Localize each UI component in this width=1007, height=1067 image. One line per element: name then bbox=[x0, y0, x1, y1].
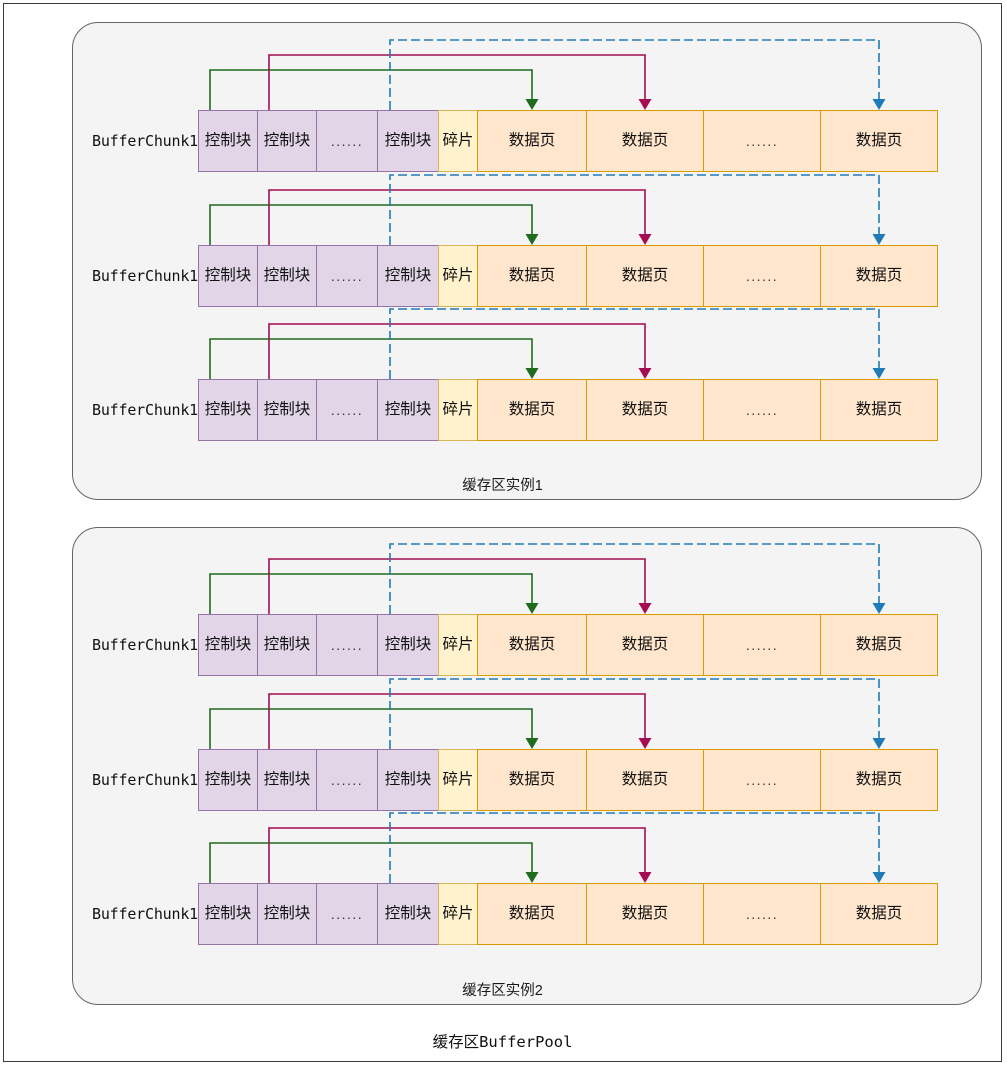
buffer-chunk-label: BufferChunk1 bbox=[92, 636, 198, 654]
control-block-cell: 控制块 bbox=[377, 379, 439, 441]
control-block-cell: 控制块 bbox=[198, 110, 258, 172]
data-page-cell: 数据页 bbox=[820, 883, 938, 945]
buffer-chunk-cells: 控制块控制块......控制块碎片数据页数据页......数据页 bbox=[198, 245, 938, 307]
control-block-cell: 控制块 bbox=[257, 379, 317, 441]
data-page-cell: 数据页 bbox=[586, 749, 704, 811]
control-block-ellipsis-cell: ...... bbox=[316, 379, 378, 441]
fragment-cell: 碎片 bbox=[438, 883, 478, 945]
data-page-ellipsis-cell: ...... bbox=[703, 749, 821, 811]
data-page-cell: 数据页 bbox=[820, 245, 938, 307]
control-block-cell: 控制块 bbox=[257, 614, 317, 676]
data-page-ellipsis-cell: ...... bbox=[703, 883, 821, 945]
control-block-cell: 控制块 bbox=[257, 883, 317, 945]
data-page-ellipsis-cell: ...... bbox=[703, 614, 821, 676]
control-block-cell: 控制块 bbox=[198, 379, 258, 441]
diagram-title: 缓存区BufferPool bbox=[432, 1033, 573, 1051]
data-page-cell: 数据页 bbox=[477, 110, 587, 172]
buffer-chunk-cells: 控制块控制块......控制块碎片数据页数据页......数据页 bbox=[198, 883, 938, 945]
control-block-cell: 控制块 bbox=[198, 614, 258, 676]
fragment-cell: 碎片 bbox=[438, 379, 478, 441]
control-block-cell: 控制块 bbox=[198, 749, 258, 811]
buffer-chunk-label: BufferChunk1 bbox=[92, 132, 198, 150]
data-page-cell: 数据页 bbox=[586, 379, 704, 441]
control-block-cell: 控制块 bbox=[377, 749, 439, 811]
data-page-cell: 数据页 bbox=[586, 614, 704, 676]
control-block-cell: 控制块 bbox=[377, 245, 439, 307]
buffer-chunk-label: BufferChunk1 bbox=[92, 267, 198, 285]
data-page-ellipsis-cell: ...... bbox=[703, 379, 821, 441]
buffer-chunk-label: BufferChunk1 bbox=[92, 771, 198, 789]
control-block-ellipsis-cell: ...... bbox=[316, 749, 378, 811]
data-page-cell: 数据页 bbox=[477, 614, 587, 676]
control-block-cell: 控制块 bbox=[257, 110, 317, 172]
data-page-cell: 数据页 bbox=[586, 245, 704, 307]
data-page-ellipsis-cell: ...... bbox=[703, 245, 821, 307]
fragment-cell: 碎片 bbox=[438, 245, 478, 307]
control-block-cell: 控制块 bbox=[257, 245, 317, 307]
data-page-cell: 数据页 bbox=[586, 883, 704, 945]
data-page-cell: 数据页 bbox=[820, 110, 938, 172]
control-block-ellipsis-cell: ...... bbox=[316, 245, 378, 307]
buffer-chunk-cells: 控制块控制块......控制块碎片数据页数据页......数据页 bbox=[198, 110, 938, 172]
control-block-ellipsis-cell: ...... bbox=[316, 883, 378, 945]
instance-caption: 缓存区实例1 bbox=[462, 478, 543, 494]
data-page-cell: 数据页 bbox=[820, 379, 938, 441]
data-page-cell: 数据页 bbox=[586, 110, 704, 172]
buffer-chunk-cells: 控制块控制块......控制块碎片数据页数据页......数据页 bbox=[198, 379, 938, 441]
control-block-ellipsis-cell: ...... bbox=[316, 614, 378, 676]
buffer-chunk-label: BufferChunk1 bbox=[92, 401, 198, 419]
control-block-cell: 控制块 bbox=[377, 614, 439, 676]
data-page-ellipsis-cell: ...... bbox=[703, 110, 821, 172]
buffer-chunk-cells: 控制块控制块......控制块碎片数据页数据页......数据页 bbox=[198, 614, 938, 676]
data-page-cell: 数据页 bbox=[820, 614, 938, 676]
control-block-ellipsis-cell: ...... bbox=[316, 110, 378, 172]
fragment-cell: 碎片 bbox=[438, 749, 478, 811]
control-block-cell: 控制块 bbox=[377, 883, 439, 945]
data-page-cell: 数据页 bbox=[477, 883, 587, 945]
buffer-chunk-cells: 控制块控制块......控制块碎片数据页数据页......数据页 bbox=[198, 749, 938, 811]
control-block-cell: 控制块 bbox=[198, 245, 258, 307]
instance-caption: 缓存区实例2 bbox=[462, 983, 543, 999]
data-page-cell: 数据页 bbox=[477, 379, 587, 441]
fragment-cell: 碎片 bbox=[438, 110, 478, 172]
control-block-cell: 控制块 bbox=[377, 110, 439, 172]
buffer-chunk-label: BufferChunk1 bbox=[92, 905, 198, 923]
control-block-cell: 控制块 bbox=[257, 749, 317, 811]
data-page-cell: 数据页 bbox=[477, 749, 587, 811]
data-page-cell: 数据页 bbox=[477, 245, 587, 307]
control-block-cell: 控制块 bbox=[198, 883, 258, 945]
fragment-cell: 碎片 bbox=[438, 614, 478, 676]
data-page-cell: 数据页 bbox=[820, 749, 938, 811]
